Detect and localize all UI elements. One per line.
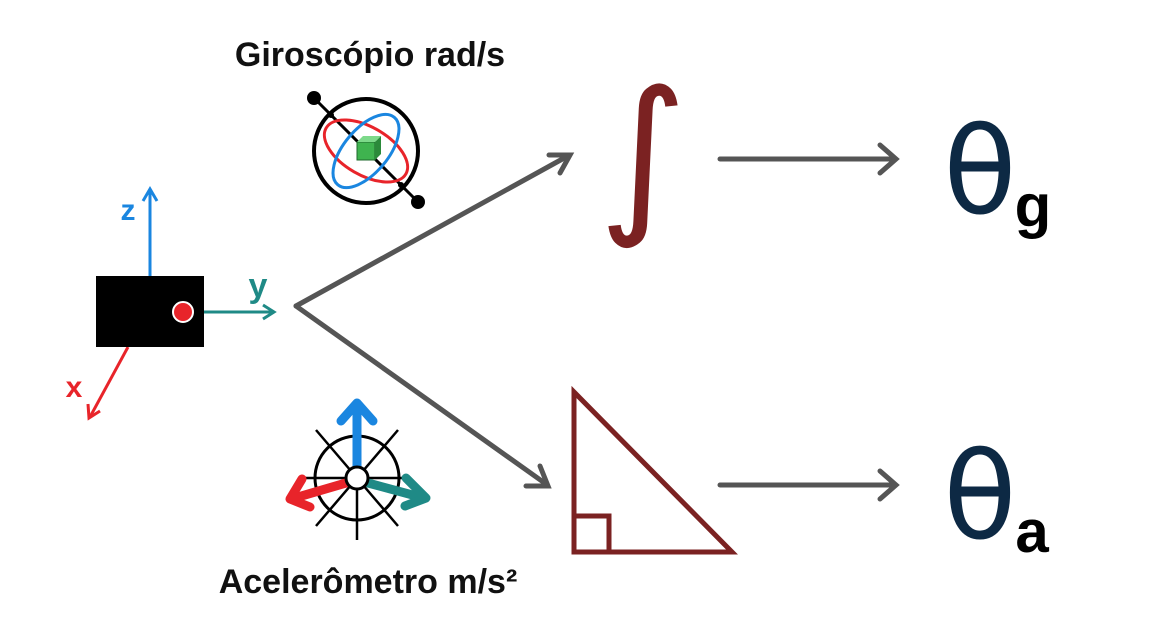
- theta-gyro-subscript: g: [1015, 172, 1052, 239]
- gyroscope-label: Giroscópio rad/s: [235, 36, 505, 74]
- accelerometer-icon: [285, 398, 431, 540]
- accelerometer-label: Acelerômetro m/s²: [219, 563, 518, 601]
- y-axis-label: y: [249, 267, 268, 305]
- branch-arrows: [293, 152, 575, 489]
- z-axis-label: z: [121, 194, 136, 227]
- result-arrows: [717, 142, 900, 502]
- x-axis-label: x: [66, 371, 83, 404]
- theta-gyro: θ: [943, 103, 1016, 242]
- theta-accel-subscript: a: [1015, 498, 1049, 565]
- right-triangle-icon: [571, 385, 738, 555]
- theta-accel: θ: [943, 428, 1016, 567]
- gyroscope-icon: [307, 91, 425, 209]
- integral-symbol: ∫: [599, 55, 688, 253]
- sensor-board-icon: [86, 186, 277, 421]
